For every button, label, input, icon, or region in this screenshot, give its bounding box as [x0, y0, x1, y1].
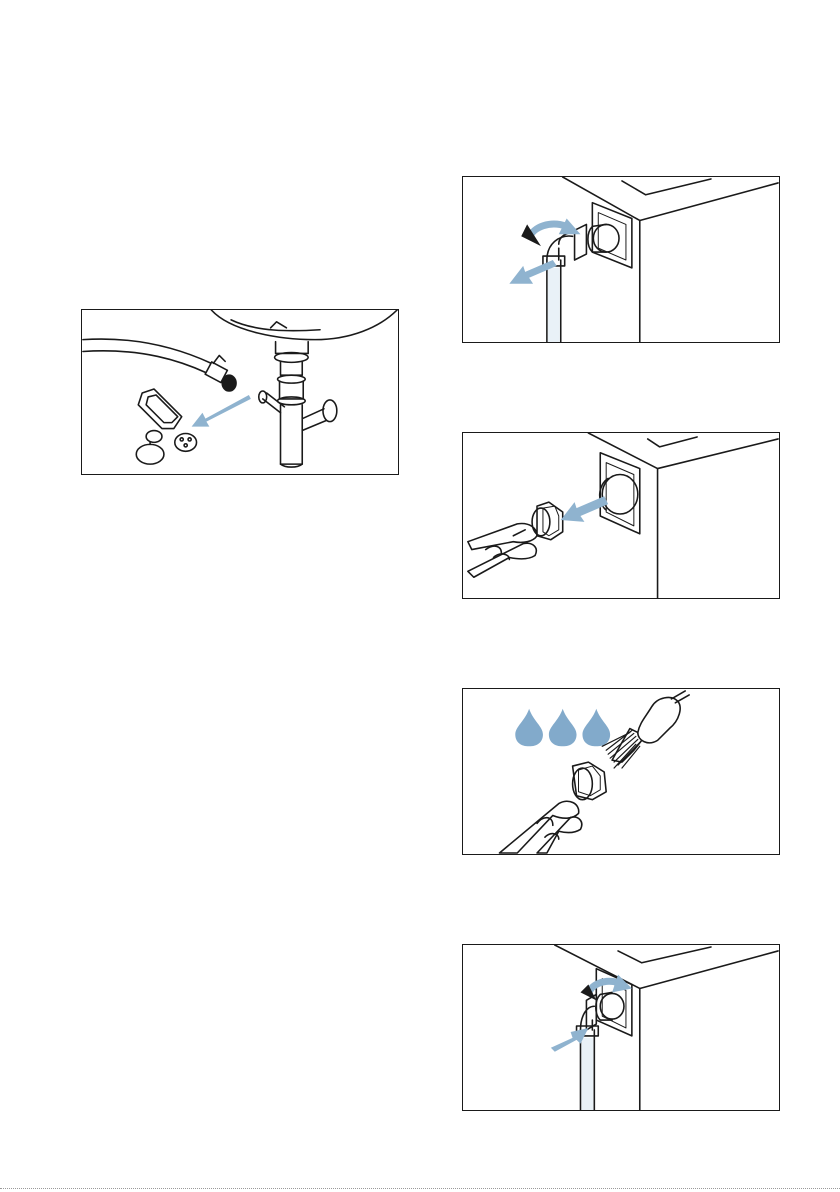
remove-filter-figure — [462, 432, 780, 599]
reconnect-figure — [462, 944, 780, 1111]
clean-filter-figure — [462, 688, 780, 855]
reconnect-hose-turn-on-tap-illustration — [463, 945, 779, 1110]
pliers-remove-filter-illustration — [463, 433, 779, 598]
brush-clean-filter-illustration — [463, 689, 779, 854]
drain-hose-filter-figure — [81, 309, 399, 475]
drain-hose-and-filter-parts-illustration — [82, 310, 398, 474]
footer-rule — [0, 1188, 840, 1189]
tap-off-figure — [462, 176, 780, 343]
water-drop-icon — [515, 709, 610, 747]
turn-off-water-tap-illustration — [463, 177, 779, 342]
